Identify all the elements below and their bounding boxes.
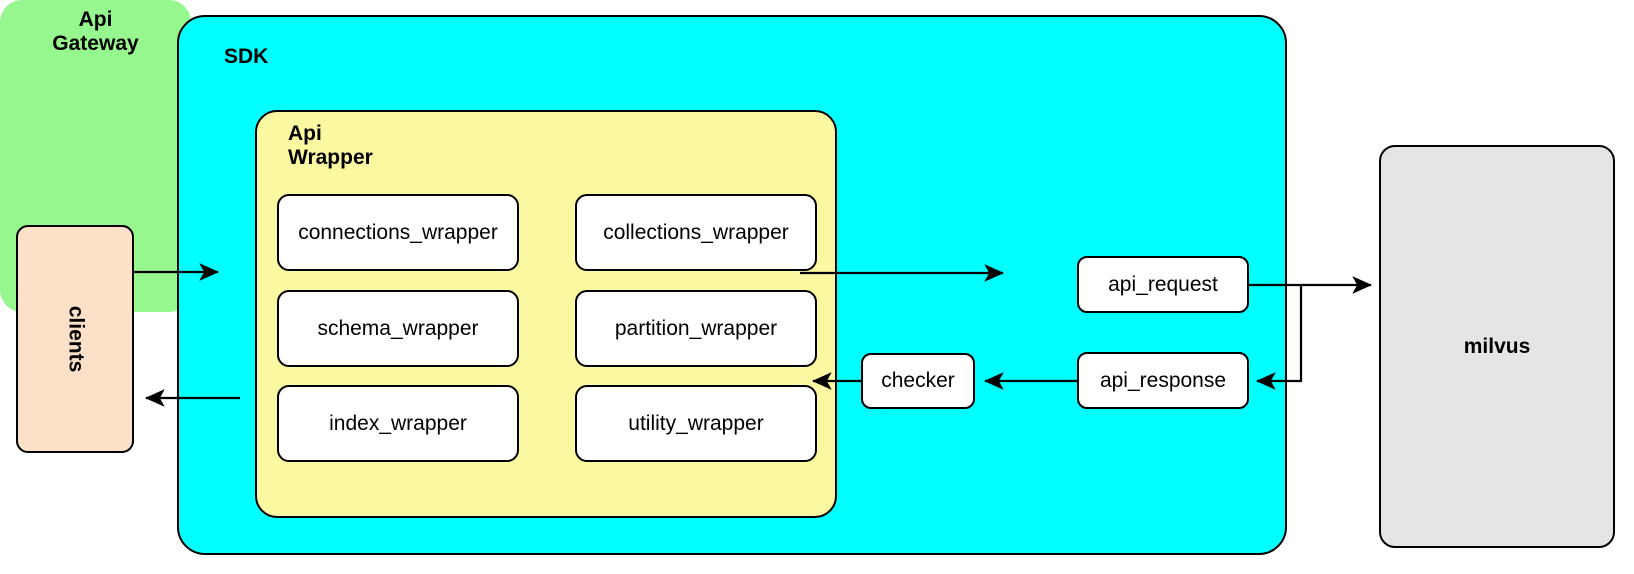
api-wrapper-label: Api Wrapper	[288, 122, 373, 169]
module-utility-wrapper[interactable]: utility_wrapper	[575, 385, 817, 462]
module-collections-wrapper[interactable]: collections_wrapper	[575, 194, 817, 271]
checker-box[interactable]: checker	[861, 353, 975, 409]
api-gateway-label: Api Gateway	[52, 8, 139, 55]
api-response-box[interactable]: api_response	[1077, 352, 1249, 409]
api-request-box[interactable]: api_request	[1077, 256, 1249, 313]
module-schema-wrapper[interactable]: schema_wrapper	[277, 290, 519, 367]
clients-label: clients	[64, 305, 87, 373]
milvus-box[interactable]: milvus	[1379, 145, 1615, 548]
module-index-wrapper[interactable]: index_wrapper	[277, 385, 519, 462]
clients-box[interactable]: clients	[16, 225, 134, 453]
module-connections-wrapper[interactable]: connections_wrapper	[277, 194, 519, 271]
sdk-label: SDK	[224, 45, 269, 68]
module-partition-wrapper[interactable]: partition_wrapper	[575, 290, 817, 367]
